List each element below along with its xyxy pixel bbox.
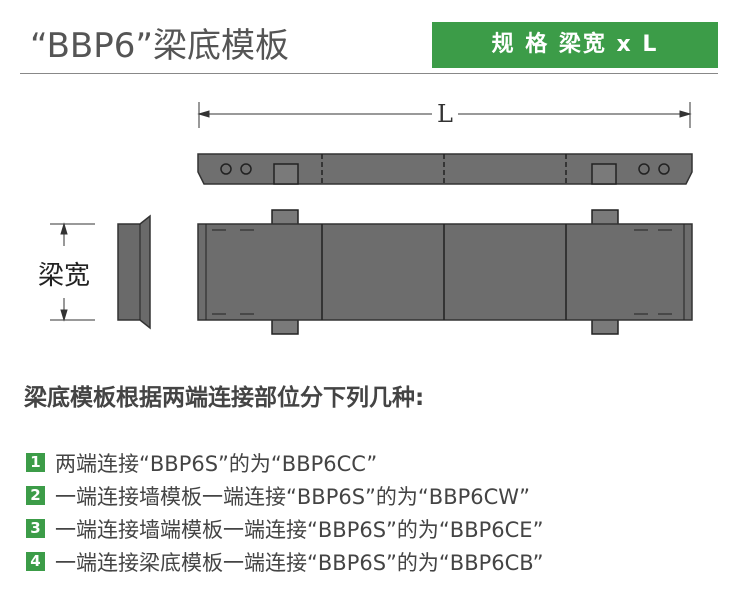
spec-badge: 规 格 梁宽 x L [432, 22, 718, 68]
list-item: 4 一端连接梁底模板一端连接“BBP6S”的为“BBP6CB” [26, 545, 543, 578]
item-text: 一端连接墙模板一端连接“BBP6S”的为“BBP6CW” [55, 484, 530, 509]
list-item: 1 两端连接“BBP6S”的为“BBP6CC” [26, 446, 543, 479]
list-item: 3 一端连接墙端模板一端连接“BBP6S”的为“BBP6CE” [26, 512, 543, 545]
type-list: 1 两端连接“BBP6S”的为“BBP6CC” 2 一端连接墙模板一端连接“BB… [26, 446, 543, 578]
plan-view-panel [197, 209, 693, 335]
item-number: 4 [26, 552, 45, 571]
formwork-drawing: L 梁宽 [38, 100, 693, 335]
page-title: “BBP6”梁底模板 [30, 26, 289, 66]
width-label: 梁宽 [38, 261, 90, 291]
item-number: 1 [26, 453, 45, 472]
section-heading: 梁底模板根据两端连接部位分下列几种: [24, 385, 425, 411]
item-number: 3 [26, 519, 45, 538]
item-text: 一端连接梁底模板一端连接“BBP6S”的为“BBP6CB” [55, 550, 544, 575]
header-divider [20, 73, 718, 74]
length-dimension [197, 102, 692, 128]
top-view-panel [197, 153, 693, 185]
item-text: 两端连接“BBP6S”的为“BBP6CC” [55, 451, 378, 476]
width-dimension [50, 222, 95, 322]
length-label: L [437, 100, 453, 128]
item-number: 2 [26, 486, 45, 505]
list-item: 2 一端连接墙模板一端连接“BBP6S”的为“BBP6CW” [26, 479, 543, 512]
end-section-view [117, 214, 151, 330]
item-text: 一端连接墙端模板一端连接“BBP6S”的为“BBP6CE” [55, 517, 544, 542]
